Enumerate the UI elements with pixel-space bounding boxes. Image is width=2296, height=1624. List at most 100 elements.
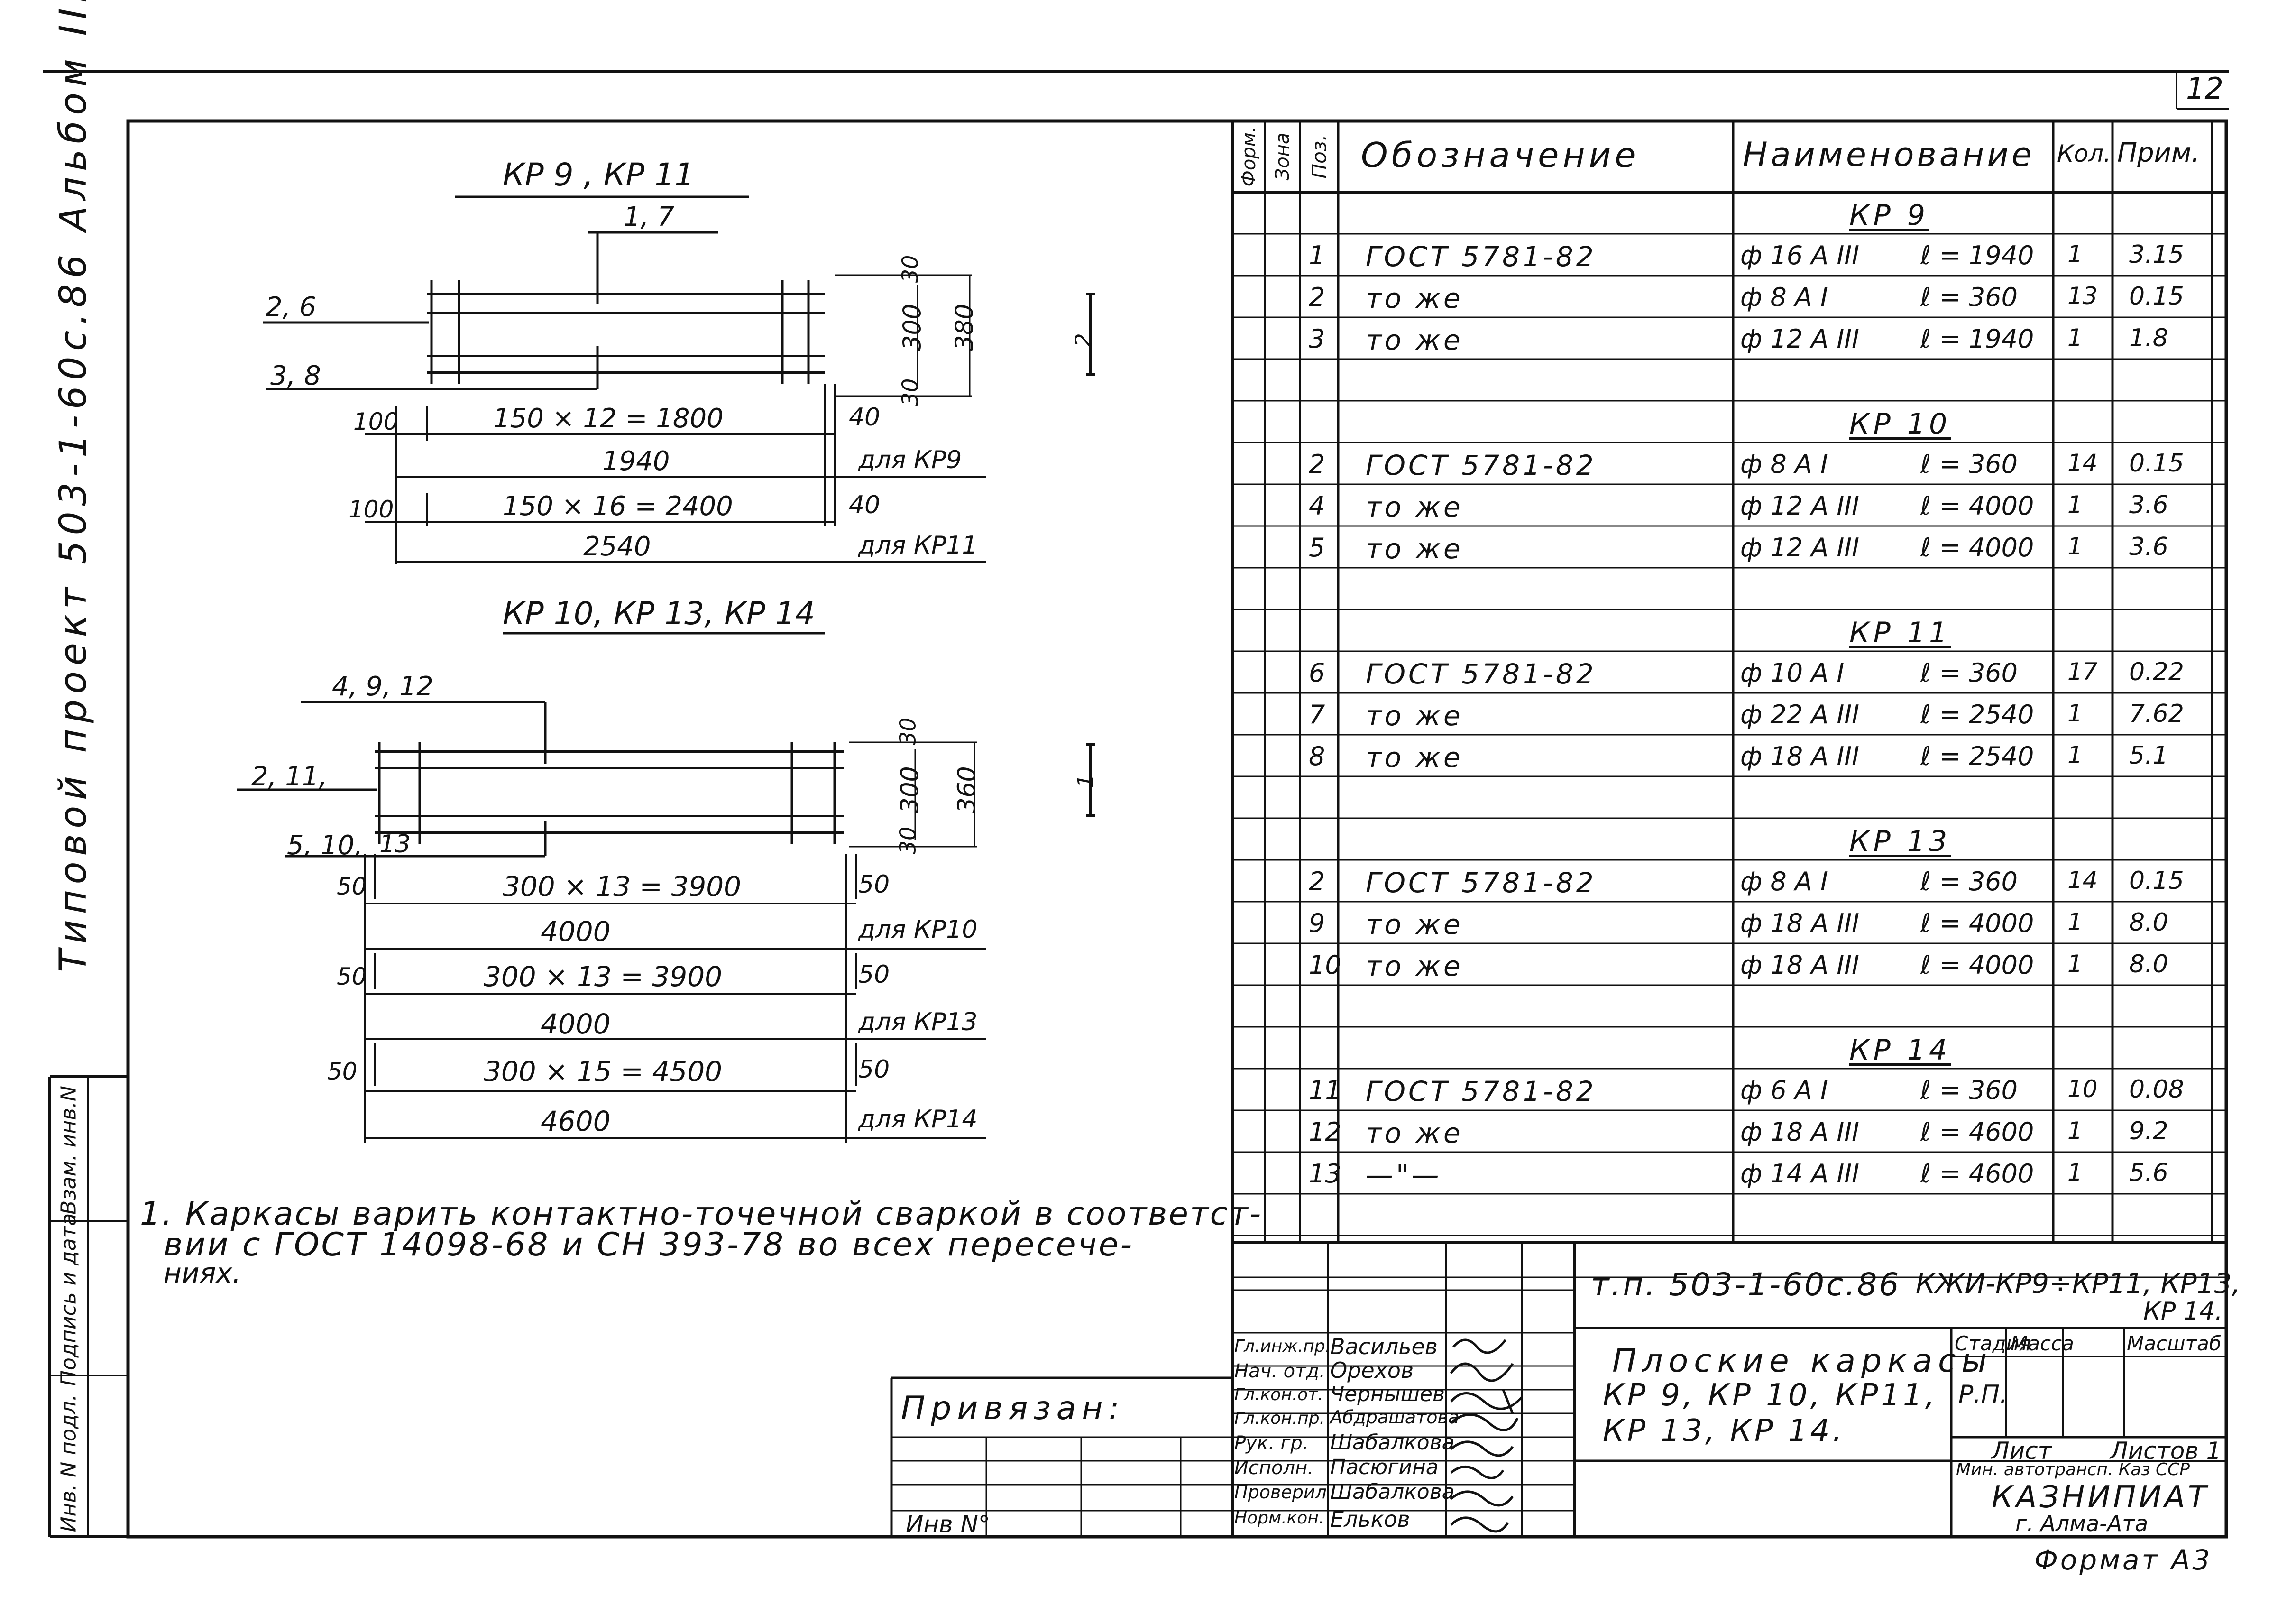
- spec-cell-designation: ГОСТ 5781-82: [1366, 240, 1597, 273]
- spec-cell-qty: 10: [2067, 1075, 2098, 1103]
- spec-cell-name: ф 16 А III: [1740, 240, 1860, 270]
- drawing1-row3-mid: 150 × 16 = 2400: [503, 491, 733, 522]
- spec-cell-qty: 1: [2067, 240, 2083, 268]
- spec-cell-designation: то же: [1366, 1117, 1463, 1149]
- drawing1-row1-right: 40: [849, 403, 881, 432]
- stamp-inv-podl: Инв. N подл.: [56, 1394, 81, 1532]
- sig-name-3: Абдрашатова: [1330, 1407, 1460, 1428]
- spec-cell-pos: 11: [1309, 1075, 1341, 1105]
- spec-cell-qty: 1: [2067, 324, 2083, 351]
- d2-r2-left: 50: [337, 963, 367, 990]
- d2-r4-mid: 300 × 15 = 4500: [484, 1055, 723, 1088]
- spec-cell-length: ℓ = 360: [1920, 1075, 2018, 1105]
- sig-role-5: Исполн.: [1234, 1457, 1313, 1479]
- spec-cell-name: ф 10 А I: [1740, 658, 1845, 688]
- spec-cell-name: ф 8 А I: [1740, 867, 1828, 896]
- d2-r3-right: для КР13: [858, 1008, 978, 1036]
- spec-cell-designation: то же: [1366, 950, 1463, 982]
- spec-cell-qty: 1: [2067, 908, 2083, 936]
- d2-r4-left: 50: [327, 1058, 358, 1085]
- spec-cell-pos: 10: [1309, 950, 1341, 980]
- spec-cell-note: 0.15: [2129, 282, 2184, 311]
- spec-cell-pos: 1: [1309, 240, 1325, 270]
- spec-cell-length: ℓ = 360: [1920, 658, 2018, 688]
- spec-header-qty: Кол.: [2057, 140, 2111, 167]
- spec-cell-note: 5.1: [2129, 741, 2168, 770]
- spec-cell-pos: 6: [1309, 658, 1325, 688]
- sig-name-1: Орехов: [1330, 1357, 1414, 1383]
- spec-cell-name: ф 22 А III: [1740, 700, 1860, 729]
- spec-cell-designation: ГОСТ 5781-82: [1366, 658, 1597, 690]
- spec-cell-pos: 3: [1309, 324, 1325, 354]
- spec-cell-pos: 12: [1309, 1117, 1341, 1147]
- title-project-code: т.п. 503-1-60с.86: [1591, 1266, 1901, 1303]
- spec-cell-name: ф 14 А III: [1740, 1159, 1860, 1189]
- d2-r2-right: 50: [858, 960, 890, 989]
- drawing1-callout-left2: 3, 8: [270, 360, 321, 391]
- spec-cell-note: 0.15: [2129, 867, 2184, 895]
- d2-r5-right: для КР14: [858, 1105, 978, 1134]
- d2-r1-mid: 4000: [541, 915, 611, 948]
- title-org3: г. Алма-Ата: [2015, 1511, 2149, 1536]
- spec-cell-pos: 9: [1309, 908, 1325, 938]
- title-scale-label: Масштаб: [2127, 1332, 2222, 1355]
- spec-cell-note: 7.62: [2129, 700, 2184, 728]
- spec-cell-note: 0.22: [2129, 658, 2184, 686]
- title-org2: КАЗНИПИАТ: [1992, 1480, 2210, 1515]
- title-stage-label: Стадия: [1955, 1332, 2031, 1355]
- spec-cell-designation: ГОСТ 5781-82: [1366, 867, 1597, 899]
- spec-cell-designation: ГОСТ 5781-82: [1366, 449, 1597, 481]
- sig-role-1: Нач. отд.: [1234, 1360, 1325, 1382]
- spec-cell-group: КР 13: [1849, 825, 1951, 858]
- stamp-vzam: Взам. инв.N: [56, 1086, 81, 1215]
- drawing2-callout-top: 4, 9, 12: [332, 671, 433, 702]
- drawing1-row3-right: 40: [849, 491, 881, 519]
- spec-cell-note: 3.6: [2129, 491, 2168, 519]
- spec-cell-group: КР 9: [1849, 199, 1929, 232]
- spec-cell-name: ф 18 А III: [1740, 908, 1860, 938]
- spec-cell-length: ℓ = 360: [1920, 867, 2018, 896]
- spec-cell-qty: 17: [2067, 658, 2098, 685]
- drawing1-row4-mid: 2540: [583, 531, 651, 562]
- spec-cell-pos: 8: [1309, 741, 1325, 771]
- title-mark2: КР 14.: [2143, 1297, 2223, 1326]
- drawing1-row4-right: для КР11: [858, 531, 978, 560]
- spec-cell-pos: 7: [1309, 700, 1325, 729]
- spec-header-pos: Поз.: [1307, 134, 1331, 179]
- title-format: Формат А3: [2034, 1544, 2213, 1576]
- drawing2-callout-left2b: 13: [379, 830, 411, 858]
- d2-r0-mid: 300 × 13 = 3900: [503, 870, 742, 903]
- privyazan-label: Привязан:: [901, 1390, 1125, 1427]
- d2-r5-mid: 4600: [541, 1105, 611, 1137]
- spec-cell-qty: 13: [2067, 282, 2098, 310]
- spec-cell-length: ℓ = 2540: [1920, 700, 2034, 729]
- d2-r2-mid: 300 × 13 = 3900: [484, 960, 723, 993]
- sig-role-4: Рук. гр.: [1234, 1432, 1309, 1454]
- sig-role-7: Норм.кон.: [1234, 1508, 1324, 1528]
- spec-cell-note: 0.15: [2129, 449, 2184, 478]
- spec-cell-qty: 1: [2067, 950, 2083, 978]
- sig-role-3: Гл.кон.пр.: [1234, 1409, 1325, 1428]
- title-stage-value: Р.П.: [1958, 1380, 2008, 1409]
- sig-name-6: Шабалкова: [1330, 1480, 1455, 1504]
- spec-cell-designation: то же: [1366, 491, 1463, 523]
- spec-cell-name: ф 12 А III: [1740, 491, 1860, 521]
- spec-cell-qty: 1: [2067, 1159, 2083, 1186]
- sig-role-2: Гл.кон.от.: [1234, 1385, 1323, 1404]
- d2-r0-left: 50: [337, 873, 367, 900]
- spec-cell-pos: 5: [1309, 533, 1325, 563]
- spec-cell-note: 9.2: [2129, 1117, 2168, 1145]
- spec-cell-note: 3.6: [2129, 533, 2168, 561]
- title-org1: Мин. автотрансп. Каз ССР: [1956, 1460, 2190, 1479]
- title-drawing-title-2: КР 9, КР 10, КР11,: [1603, 1378, 1938, 1413]
- note-line-3: ниях.: [164, 1257, 241, 1289]
- spec-cell-note: 8.0: [2129, 908, 2168, 937]
- spec-cell-designation: то же: [1366, 324, 1463, 356]
- drawing1-callout-left1: 2, 6: [266, 292, 316, 323]
- sig-name-5: Пасюгина: [1330, 1455, 1439, 1479]
- title-sheets-label: Листов 1: [2110, 1437, 2222, 1465]
- spec-cell-designation: то же: [1366, 700, 1463, 732]
- drawing1-row1-mid: 150 × 12 = 1800: [493, 403, 724, 434]
- spec-cell-note: 1.8: [2129, 324, 2168, 352]
- spec-cell-name: ф 18 А III: [1740, 950, 1860, 980]
